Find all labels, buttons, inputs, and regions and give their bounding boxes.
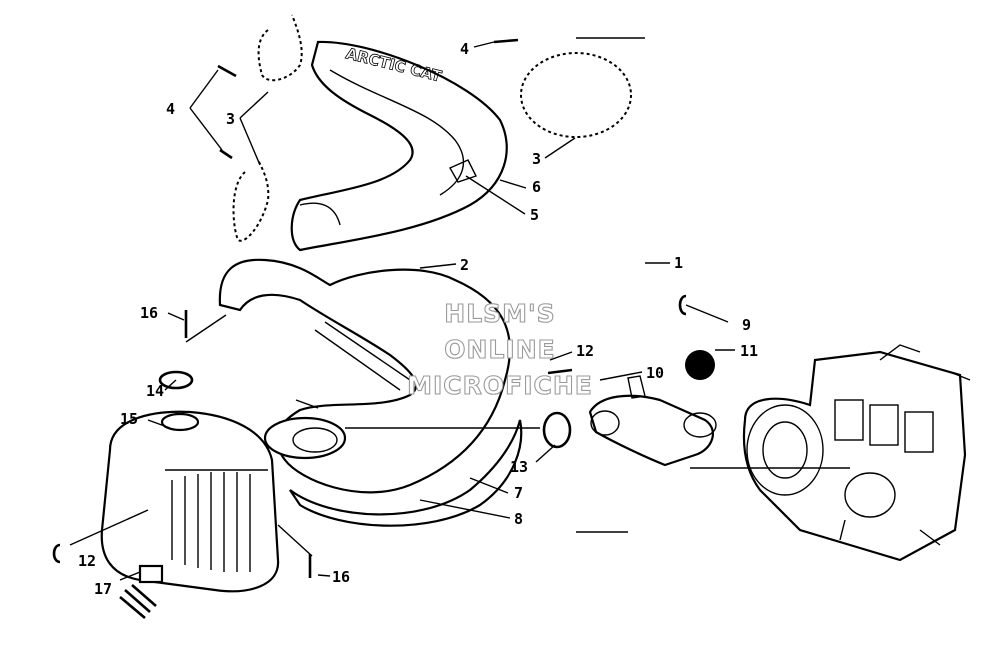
leader-lines bbox=[69, 37, 850, 581]
label-part-4-top: 4 bbox=[460, 40, 469, 58]
expansion-chamber bbox=[218, 258, 511, 494]
label-part-11: 11 bbox=[740, 342, 758, 360]
grommet-14 bbox=[158, 370, 194, 390]
label-part-1: 1 bbox=[674, 254, 683, 272]
label-part-9: 9 bbox=[742, 316, 751, 334]
label-part-7: 7 bbox=[514, 484, 523, 502]
label-part-15: 15 bbox=[120, 410, 138, 428]
lower-heat-shield bbox=[289, 419, 523, 527]
nut-9 bbox=[678, 294, 687, 316]
label-part-6: 6 bbox=[532, 178, 541, 196]
engine bbox=[742, 344, 971, 562]
watermark: HLSM'S ONLINE MICROFICHE bbox=[407, 298, 593, 400]
part-labels: 4 3 4 3 6 5 2 1 16 9 12 11 10 14 15 13 7… bbox=[78, 40, 758, 598]
part-11-disc bbox=[685, 350, 715, 380]
label-part-8: 8 bbox=[514, 510, 523, 528]
muffler-mount-17 bbox=[119, 564, 164, 619]
label-part-17: 17 bbox=[94, 580, 112, 598]
exhaust-manifold bbox=[588, 375, 714, 467]
label-part-3-right: 3 bbox=[532, 150, 541, 168]
springs bbox=[184, 14, 632, 578]
clip-12-center bbox=[547, 368, 573, 375]
clip-12-left bbox=[52, 543, 61, 564]
label-part-4-left: 4 bbox=[166, 100, 175, 118]
watermark-line-2: ONLINE bbox=[444, 335, 555, 364]
label-part-2: 2 bbox=[460, 256, 469, 274]
label-part-12-top: 12 bbox=[576, 342, 594, 360]
label-part-14: 14 bbox=[146, 382, 164, 400]
label-part-16-bottom: 16 bbox=[332, 568, 350, 586]
label-part-5: 5 bbox=[530, 206, 539, 224]
decal-5 bbox=[449, 159, 477, 183]
exhaust-gasket-13 bbox=[542, 411, 572, 449]
watermark-line-1: HLSM'S bbox=[444, 299, 555, 328]
muffler bbox=[100, 410, 280, 593]
label-part-13: 13 bbox=[510, 458, 528, 476]
heat-shield: ARCTIC CAT bbox=[290, 40, 508, 252]
flange-gasket bbox=[683, 412, 717, 438]
label-part-10: 10 bbox=[646, 364, 664, 382]
label-part-12-bottom: 12 bbox=[78, 552, 96, 570]
label-part-16-left: 16 bbox=[140, 304, 158, 322]
label-part-3-upper-left: 3 bbox=[226, 110, 235, 128]
watermark-line-3: MICROFICHE bbox=[407, 371, 593, 400]
